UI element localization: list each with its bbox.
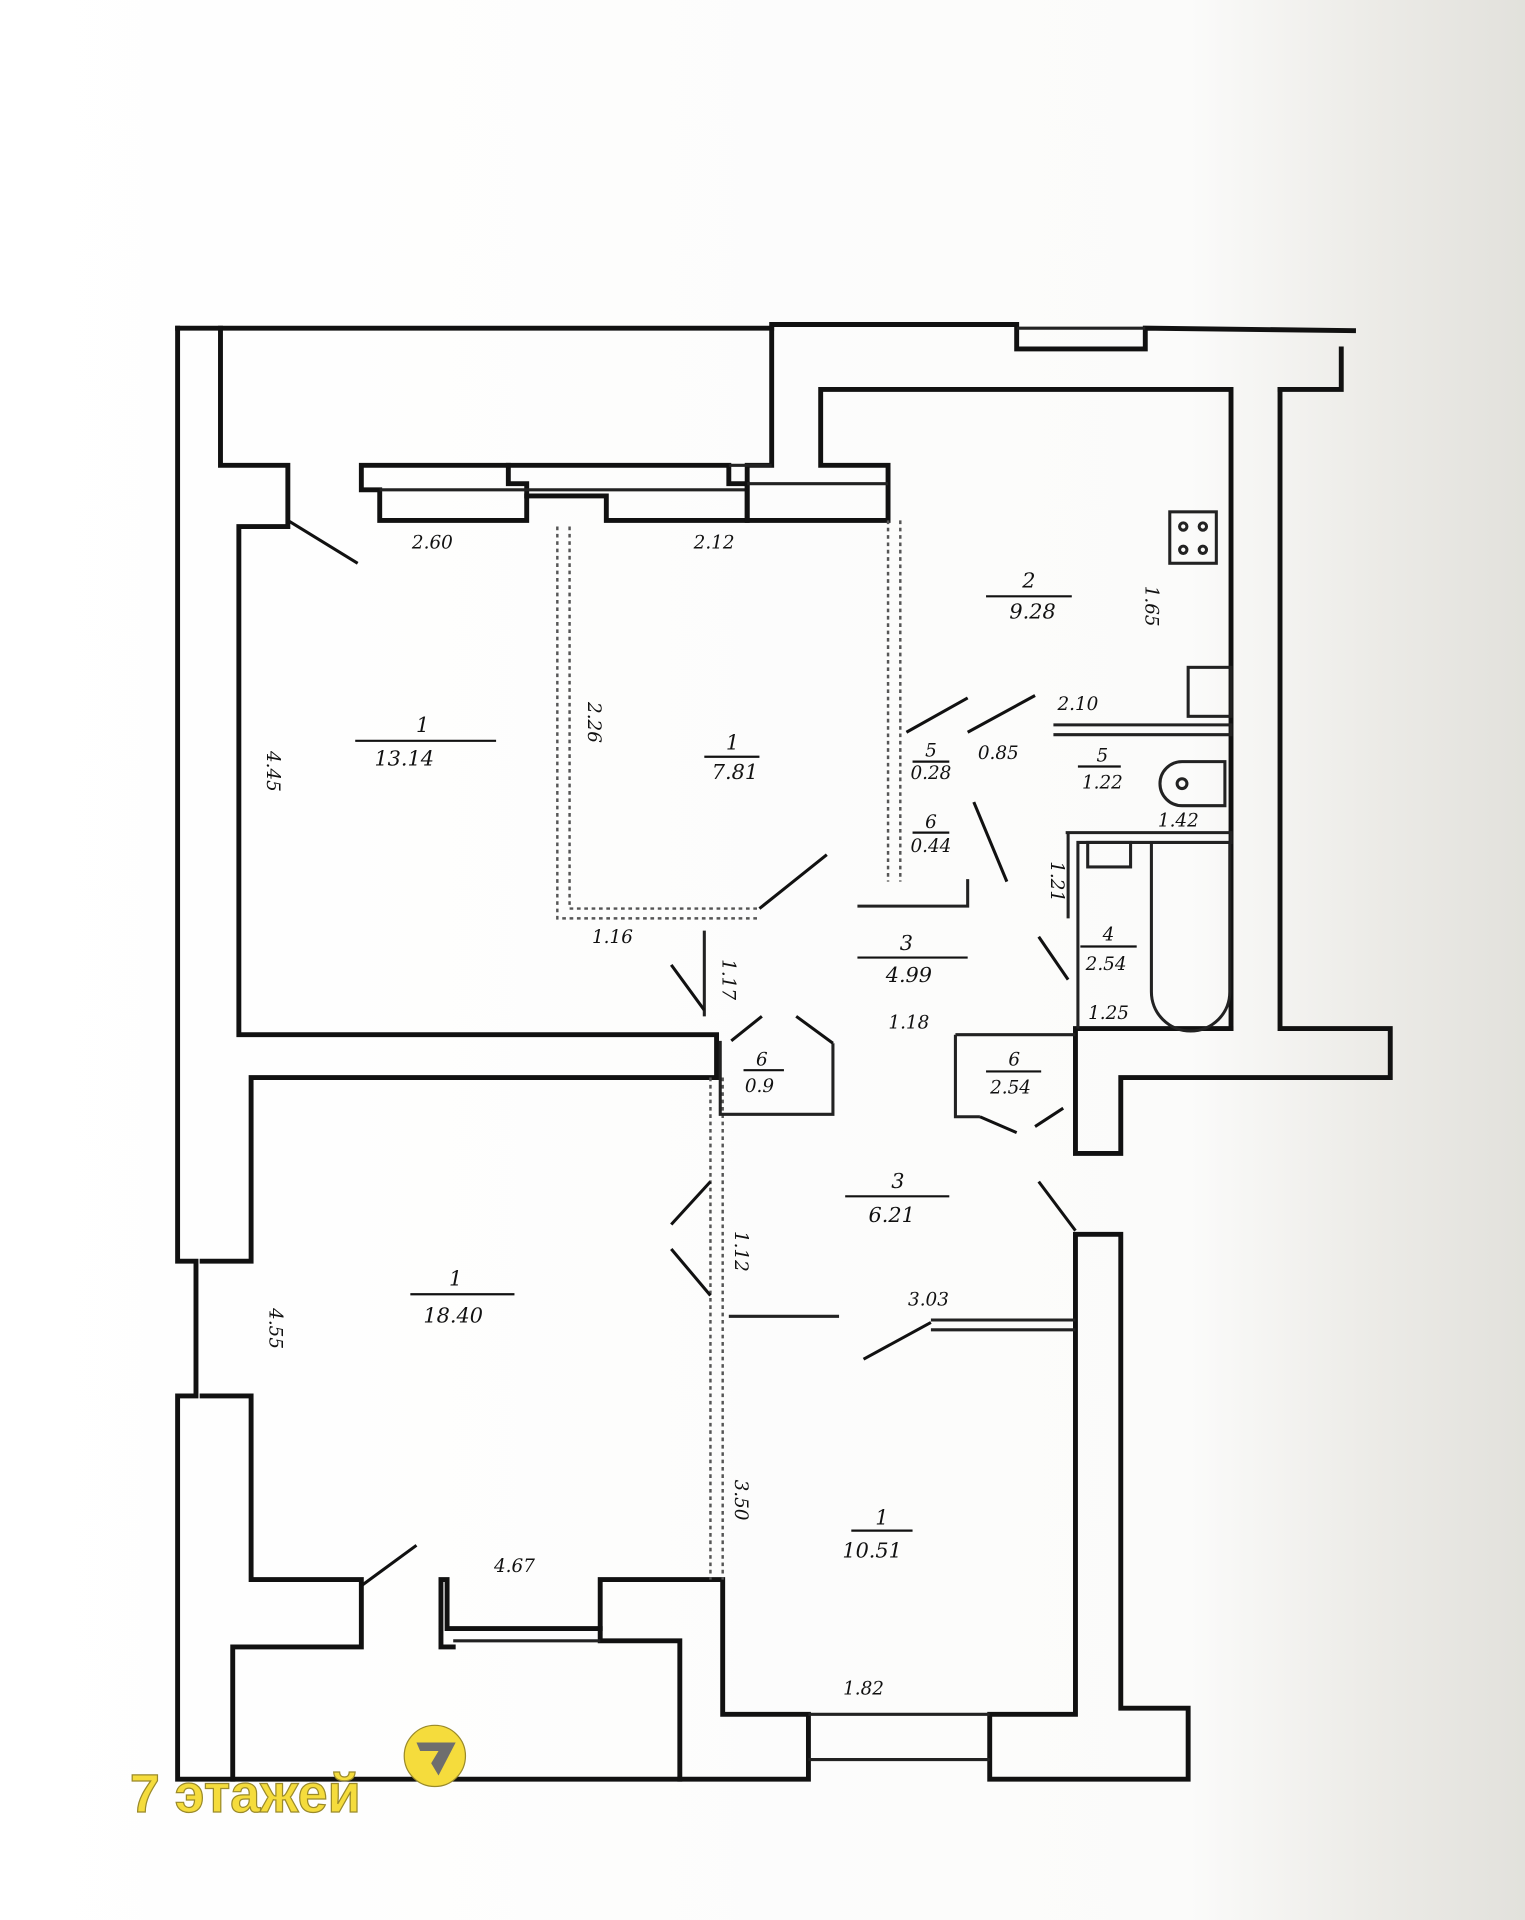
dimension-label: 2.26 <box>583 701 604 743</box>
dimension-label: 3.03 <box>908 1289 949 1310</box>
room-area: 1.22 <box>1082 773 1123 794</box>
room-area: 0.9 <box>745 1076 775 1097</box>
dimension-label: 1.25 <box>1088 1003 1129 1024</box>
dimension-label: 2.10 <box>1056 694 1098 715</box>
room-area: 13.14 <box>374 746 434 770</box>
room-number: 2 <box>1021 569 1035 593</box>
dimension-label: 1.82 <box>843 1679 884 1700</box>
room-area: 0.44 <box>910 836 951 857</box>
room-label: 1 7.81 <box>704 730 760 784</box>
room-area: 9.28 <box>1009 599 1055 623</box>
dimension-labels: 2.60 2.12 4.45 2.26 1.65 2.10 0.85 1.42 … <box>262 533 1199 1700</box>
dimension-label: 1.17 <box>718 959 739 1000</box>
room-label: 6 0.44 <box>910 812 951 857</box>
dimension-label: 1.42 <box>1158 811 1199 832</box>
room-number: 4 <box>1102 924 1115 945</box>
room-label: 5 0.28 <box>910 741 951 784</box>
room-labels: 1 13.14 1 7.81 2 9.28 5 0.28 6 0.44 5 1.… <box>355 569 1137 1563</box>
doors <box>287 519 1077 1587</box>
room-number: 6 <box>756 1049 768 1070</box>
dimension-label: 4.67 <box>493 1556 535 1577</box>
dimension-label: 4.45 <box>262 750 283 792</box>
room-area: 18.40 <box>423 1303 483 1327</box>
watermark-text: 7 этажей <box>130 1764 361 1824</box>
room-label: 3 6.21 <box>845 1169 950 1227</box>
watermark: 7 этажей <box>129 1724 467 1825</box>
room-area: 7.81 <box>712 760 758 784</box>
room-number: 3 <box>900 931 913 955</box>
room-number: 5 <box>925 741 937 762</box>
dimension-label: 2.12 <box>693 533 735 554</box>
dimension-label: 1.16 <box>592 927 633 948</box>
logo-7-icon <box>403 1724 467 1788</box>
room-number: 5 <box>1097 746 1109 767</box>
dimension-label: 0.85 <box>978 743 1019 764</box>
room-label: 3 4.99 <box>857 931 968 987</box>
room-area: 0.28 <box>910 763 951 784</box>
room-area: 4.99 <box>885 963 932 987</box>
dimension-label: 1.21 <box>1046 861 1067 902</box>
room-number: 6 <box>1008 1049 1020 1070</box>
room-area: 6.21 <box>869 1203 915 1227</box>
dimension-label: 1.12 <box>730 1231 751 1272</box>
room-area: 2.54 <box>1085 954 1127 975</box>
room-number: 1 <box>416 713 429 737</box>
dimension-label: 3.50 <box>730 1480 751 1521</box>
room-label: 2 9.28 <box>986 569 1072 623</box>
room-number: 1 <box>726 730 739 754</box>
room-label: 1 10.51 <box>842 1505 913 1563</box>
room-number: 3 <box>891 1169 904 1193</box>
room-number: 6 <box>925 812 937 833</box>
room-label: 6 0.9 <box>743 1049 784 1097</box>
dimension-label: 1.18 <box>888 1013 929 1034</box>
room-label: 1 13.14 <box>355 713 497 770</box>
dimension-label: 4.55 <box>264 1307 285 1349</box>
dimension-label: 2.60 <box>411 533 453 554</box>
room-number: 1 <box>875 1505 888 1529</box>
room-label: 4 2.54 <box>1080 924 1137 975</box>
room-label: 5 1.22 <box>1077 746 1123 794</box>
room-area: 2.54 <box>989 1077 1031 1098</box>
room-number: 1 <box>449 1267 462 1291</box>
room-area: 10.51 <box>842 1539 902 1563</box>
room-label: 1 18.40 <box>410 1267 515 1327</box>
walls <box>175 322 1393 1782</box>
dimension-label: 1.65 <box>1140 586 1161 627</box>
room-label: 6 2.54 <box>986 1049 1042 1098</box>
